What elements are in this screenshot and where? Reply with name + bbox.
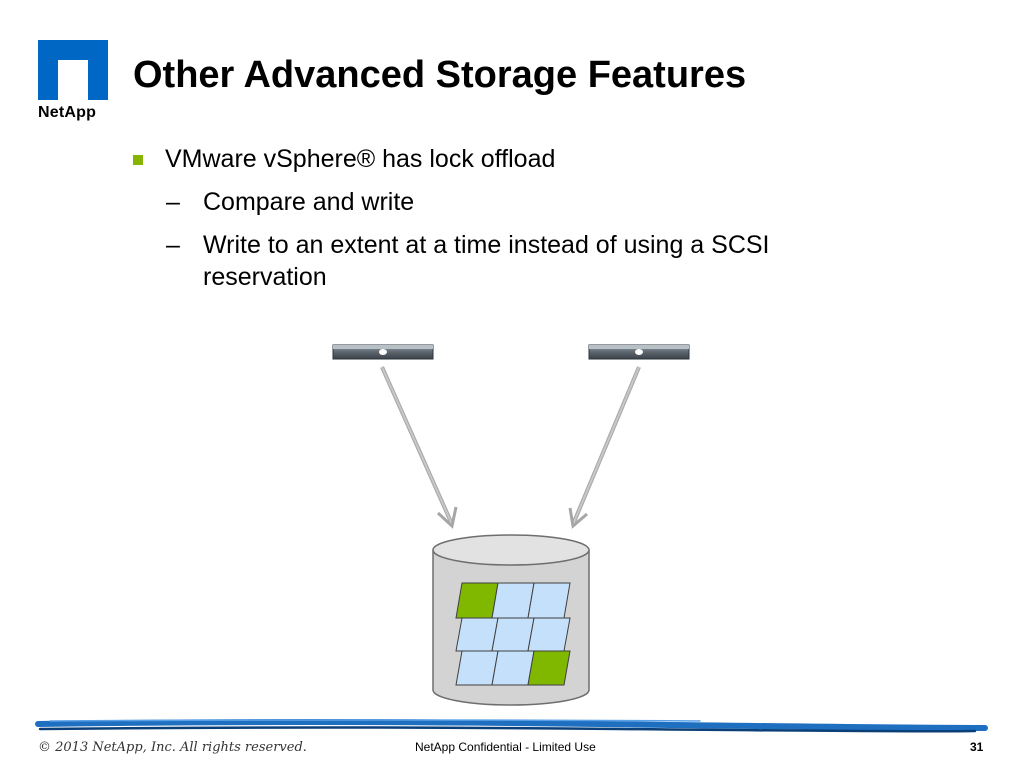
bullet-text: VMware vSphere® has lock offload [165, 145, 556, 173]
netapp-logo-text: NetApp [38, 104, 97, 121]
footer-confidential-label: NetApp Confidential - Limited Use [415, 740, 596, 754]
footer-copyright: © 2013 NetApp, Inc. All rights reserved. [38, 740, 307, 755]
sub-bullet-item: – Write to an extent at a time instead o… [166, 229, 893, 294]
bullet-item: VMware vSphere® has lock offload [133, 145, 893, 174]
block-free [455, 650, 499, 686]
bullet-square-icon [133, 155, 143, 165]
sub-bullet-text: Compare and write [203, 188, 415, 216]
block-free [491, 582, 535, 619]
arrow-right-icon [568, 366, 641, 529]
block-allocated [527, 650, 571, 686]
server-left-icon [332, 344, 434, 360]
dash-marker: – [166, 230, 180, 259]
page-number: 31 [970, 740, 984, 754]
footer-divider-line [35, 719, 988, 733]
block-free [527, 617, 571, 652]
block-free [527, 582, 571, 619]
server-right-icon [588, 344, 690, 360]
dash-marker: – [166, 188, 180, 216]
sub-bullet-item: – Compare and write [166, 186, 893, 219]
slide-body: VMware vSphere® has lock offload – Compa… [133, 145, 893, 304]
netapp-logo-icon [38, 40, 108, 100]
storage-block-grid [455, 582, 571, 686]
slide-title: Other Advanced Storage Features [133, 54, 747, 96]
sub-bullet-text: Write to an extent at a time instead of … [203, 230, 770, 292]
arrow-left-icon [380, 366, 458, 529]
block-free [491, 650, 535, 686]
block-allocated [455, 582, 499, 619]
block-free [455, 617, 499, 652]
block-free [491, 617, 535, 652]
